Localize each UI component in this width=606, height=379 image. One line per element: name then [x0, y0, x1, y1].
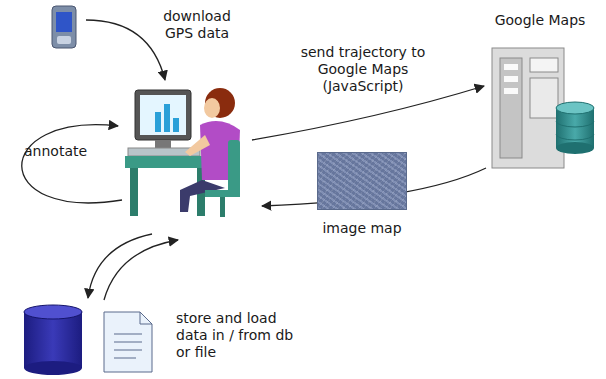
step-label: send trajectory to Google Maps (JavaScri… — [288, 44, 438, 94]
file-icon — [104, 312, 152, 372]
step-label: store and load data in / from db or file — [176, 310, 298, 360]
send-arrow — [252, 86, 484, 140]
store-arrow — [88, 234, 152, 298]
image-caption: image map — [312, 220, 412, 236]
phone-icon — [52, 6, 76, 48]
step-label: annotate — [24, 143, 96, 160]
user-at-computer — [125, 88, 240, 217]
server-node: Google Maps — [478, 12, 602, 28]
server-icon — [492, 48, 594, 168]
annotate-loop — [22, 125, 122, 203]
image-map: image map — [312, 152, 412, 236]
load-arrow — [104, 240, 178, 300]
map-thumbnail — [317, 152, 407, 210]
node-heading: Google Maps — [478, 12, 602, 28]
step-label: download GPS data — [150, 8, 244, 42]
download-arrow — [86, 20, 165, 80]
database-icon — [24, 305, 82, 375]
